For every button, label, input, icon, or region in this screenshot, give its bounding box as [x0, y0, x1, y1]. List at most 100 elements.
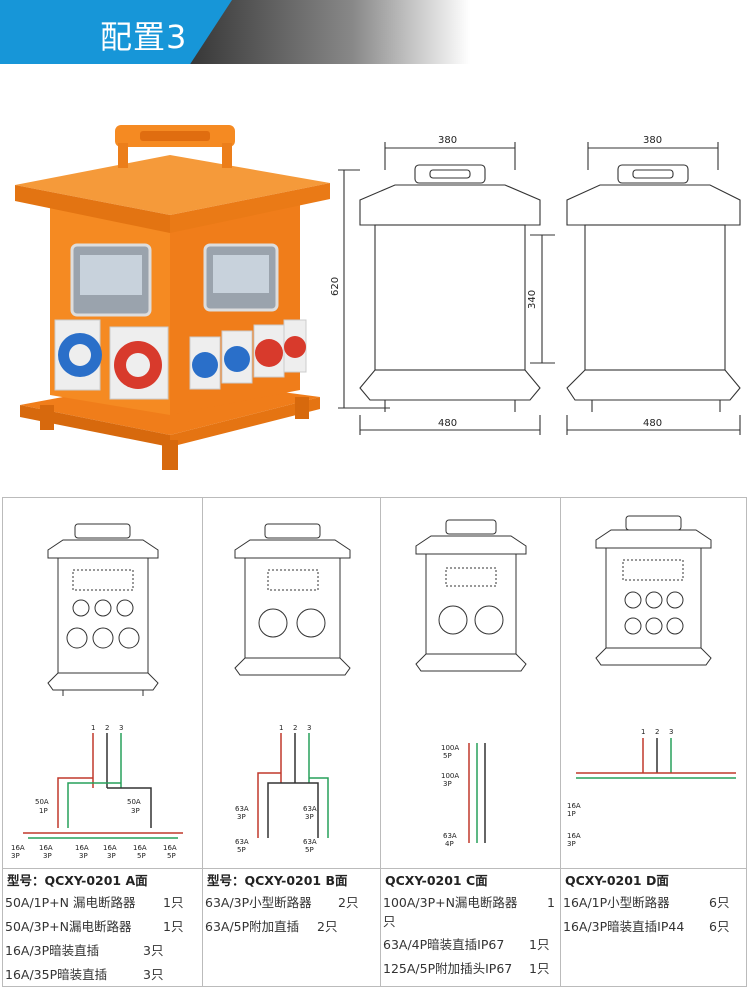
breaker-rating: 63A — [303, 805, 317, 813]
dim-top-width-side: 380 — [643, 135, 662, 146]
line-qty: 6只 — [709, 919, 730, 934]
config-title: 型号：QCXY-0201 B面 — [207, 873, 348, 888]
config-column-d: 1 2 3 16A 1P 16A 3P QCXY-0201 D面 16A/1P小… — [561, 498, 746, 986]
socket-rating: 16A — [39, 844, 53, 852]
line-qty: 2只 — [338, 895, 359, 910]
config-line: 63A/3P小型断路器 2只 — [203, 891, 380, 915]
line-text: 63A/4P暗装直插IP67 — [383, 937, 505, 952]
breaker-rating: 63A — [235, 805, 249, 813]
config-line: 只 — [381, 915, 560, 933]
breaker-rating: 50A — [35, 798, 49, 806]
socket-poles: 5P — [137, 852, 146, 860]
line-text: 50A/3P+N漏电断路器 — [5, 919, 132, 934]
socket-poles: 5P — [167, 852, 176, 860]
dim-height-total: 620 — [330, 277, 341, 296]
socket-poles: 4P — [445, 840, 454, 848]
breaker-poles: 1P — [39, 807, 48, 815]
config-line: 100A/3P+N漏电断路器 1 — [381, 891, 560, 915]
socket-poles: 5P — [237, 846, 246, 854]
config-c-info: QCXY-0201 C面 100A/3P+N漏电断路器 1 只 63A/4P暗装直… — [381, 868, 560, 981]
line-text: 只 — [383, 914, 396, 929]
breaker-poles: 3P — [305, 813, 314, 821]
socket-poles: 3P — [107, 852, 116, 860]
main-poles: 5P — [443, 752, 452, 760]
phase-label: 1 — [641, 728, 645, 736]
breaker-poles: 1P — [567, 810, 576, 818]
config-title: QCXY-0201 D面 — [565, 873, 669, 888]
config-d-diagram: 1 2 3 16A 1P 16A 3P — [567, 515, 736, 848]
config-column-a: 1 2 3 50A 1P 50A 3P 16A 3P 16A 3P 16A 3P… — [3, 498, 203, 986]
socket-poles: 3P — [79, 852, 88, 860]
line-qty: 1 — [547, 895, 555, 910]
section-banner: 配置3 — [0, 0, 470, 64]
socket-rating: 16A — [11, 844, 25, 852]
banner-title: 配置3 — [100, 18, 188, 56]
config-title: QCXY-0201 C面 — [385, 873, 488, 888]
line-text: 16A/3P暗装直插IP44 — [563, 919, 685, 934]
product-photo — [15, 125, 330, 470]
phase-label: 3 — [669, 728, 673, 736]
phase-label: 2 — [105, 724, 109, 732]
socket-poles: 5P — [305, 846, 314, 854]
config-a-info: 型号：QCXY-0201 A面 50A/1P+N 漏电断路器 1只 50A/3P+… — [3, 868, 202, 987]
breaker-rating: 50A — [127, 798, 141, 806]
phase-label: 3 — [119, 724, 123, 732]
socket-rating: 16A — [75, 844, 89, 852]
line-qty: 3只 — [143, 943, 164, 958]
socket-poles: 3P — [567, 840, 576, 848]
socket-rating: 16A — [103, 844, 117, 852]
config-column-b: 1 2 3 63A 3P 63A 3P 63A 5P 63A 5P 型号：QCX… — [203, 498, 381, 986]
breaker-poles: 3P — [131, 807, 140, 815]
line-text: 100A/3P+N漏电断路器 — [383, 895, 518, 910]
socket-rating: 63A — [303, 838, 317, 846]
config-line: 16A/3P暗装直插 3只 — [3, 939, 202, 963]
config-b-diagram: 1 2 3 63A 3P 63A 3P 63A 5P 63A 5P — [234, 523, 351, 854]
socket-rating: 63A — [443, 832, 457, 840]
config-d-info: QCXY-0201 D面 16A/1P小型断路器 6只 16A/3P暗装直插IP4… — [561, 868, 746, 939]
breaker-poles: 3P — [237, 813, 246, 821]
line-text: 63A/5P附加直插 — [205, 919, 300, 934]
socket-rating: 16A — [567, 832, 581, 840]
config-column-c: 100A 5P 100A 3P 63A 4P QCXY-0201 C面 100A… — [381, 498, 561, 986]
config-line: 16A/1P小型断路器 6只 — [561, 891, 746, 915]
dim-height-inner: 340 — [527, 290, 538, 309]
config-line: 50A/1P+N 漏电断路器 1只 — [3, 891, 202, 915]
line-text: 16A/1P小型断路器 — [563, 895, 670, 910]
line-qty: 1只 — [163, 895, 184, 910]
line-text: 125A/5P附加插头IP67 — [383, 961, 513, 976]
line-qty: 1只 — [529, 961, 550, 976]
phase-label: 1 — [91, 724, 95, 732]
config-title: 型号：QCXY-0201 A面 — [7, 873, 148, 888]
line-text: 50A/1P+N 漏电断路器 — [5, 895, 136, 910]
config-c-diagram: 100A 5P 100A 3P 63A 4P — [415, 519, 527, 848]
dimension-drawing: 380 620 340 480 380 480 — [330, 135, 741, 435]
dim-bottom-width-side: 480 — [643, 418, 662, 429]
phase-label: 2 — [293, 724, 297, 732]
phase-label: 3 — [307, 724, 311, 732]
config-line: 63A/4P暗装直插IP67 1只 — [381, 933, 560, 957]
socket-rating: 16A — [133, 844, 147, 852]
breaker-rating: 100A — [441, 772, 459, 780]
config-line: 16A/3P暗装直插IP44 6只 — [561, 915, 746, 939]
socket-poles: 3P — [11, 852, 20, 860]
phase-label: 2 — [655, 728, 659, 736]
main-rating: 100A — [441, 744, 459, 752]
line-qty: 1只 — [163, 919, 184, 934]
socket-rating: 63A — [235, 838, 249, 846]
socket-rating: 16A — [163, 844, 177, 852]
config-b-info: 型号：QCXY-0201 B面 63A/3P小型断路器 2只 63A/5P附加直插… — [203, 868, 380, 939]
line-qty: 3只 — [143, 967, 164, 982]
line-qty: 1只 — [529, 937, 550, 952]
config-line: 125A/5P附加插头IP67 1只 — [381, 957, 560, 981]
banner-accent — [0, 0, 232, 64]
line-text: 16A/35P暗装直插 — [5, 967, 108, 982]
config-line: 50A/3P+N漏电断路器 1只 — [3, 915, 202, 939]
dim-bottom-width: 480 — [438, 418, 457, 429]
line-qty: 6只 — [709, 895, 730, 910]
dim-top-width: 380 — [438, 135, 457, 146]
breaker-poles: 3P — [443, 780, 452, 788]
line-text: 16A/3P暗装直插 — [5, 943, 100, 958]
line-text: 63A/3P小型断路器 — [205, 895, 312, 910]
config-table: 1 2 3 50A 1P 50A 3P 16A 3P 16A 3P 16A 3P… — [2, 497, 747, 987]
